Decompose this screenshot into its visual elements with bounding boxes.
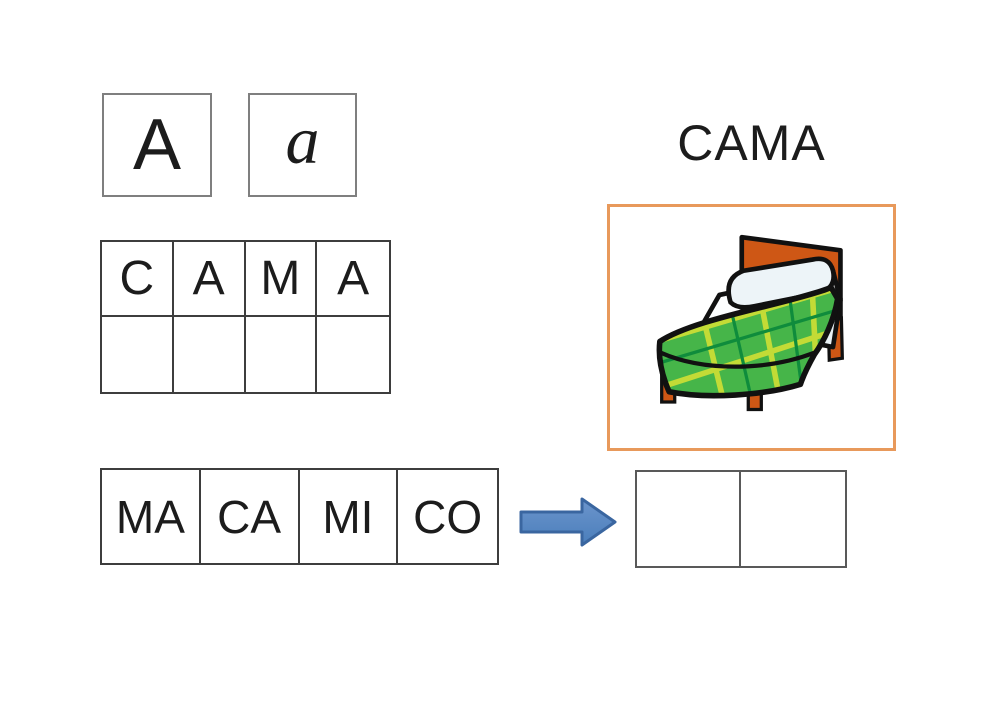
syllable-card[interactable]: MA: [102, 470, 201, 563]
picture-frame: [607, 204, 896, 451]
answer-drop-cell[interactable]: [741, 472, 845, 566]
word-letter-cell: A: [173, 242, 246, 317]
lowercase-letter: a: [285, 101, 320, 178]
empty-write-cell[interactable]: [317, 317, 389, 392]
syllable-options-row: MA CA MI CO: [100, 468, 499, 565]
answer-boxes: [635, 470, 847, 568]
empty-write-cell[interactable]: [246, 317, 318, 392]
empty-write-cell[interactable]: [102, 317, 174, 392]
syllable-card[interactable]: CO: [413, 490, 483, 543]
picture-word-label: CAMA: [677, 115, 826, 171]
letter-card-uppercase: A: [102, 93, 212, 197]
uppercase-letter: A: [132, 105, 182, 185]
syllable-card[interactable]: MI: [300, 470, 399, 563]
syllable-card[interactable]: CA: [201, 470, 300, 563]
answer-drop-cell[interactable]: [637, 472, 741, 566]
word-letter-grid: C A M A: [100, 240, 391, 394]
bed-image: [656, 234, 844, 411]
arrow-right-icon: [518, 495, 619, 549]
word-letter-cell: M: [245, 242, 318, 317]
word-letter-cell: C: [102, 242, 174, 317]
empty-write-cell[interactable]: [174, 317, 246, 392]
word-letter-cell: A: [317, 242, 389, 317]
letter-card-lowercase: a: [248, 93, 357, 197]
